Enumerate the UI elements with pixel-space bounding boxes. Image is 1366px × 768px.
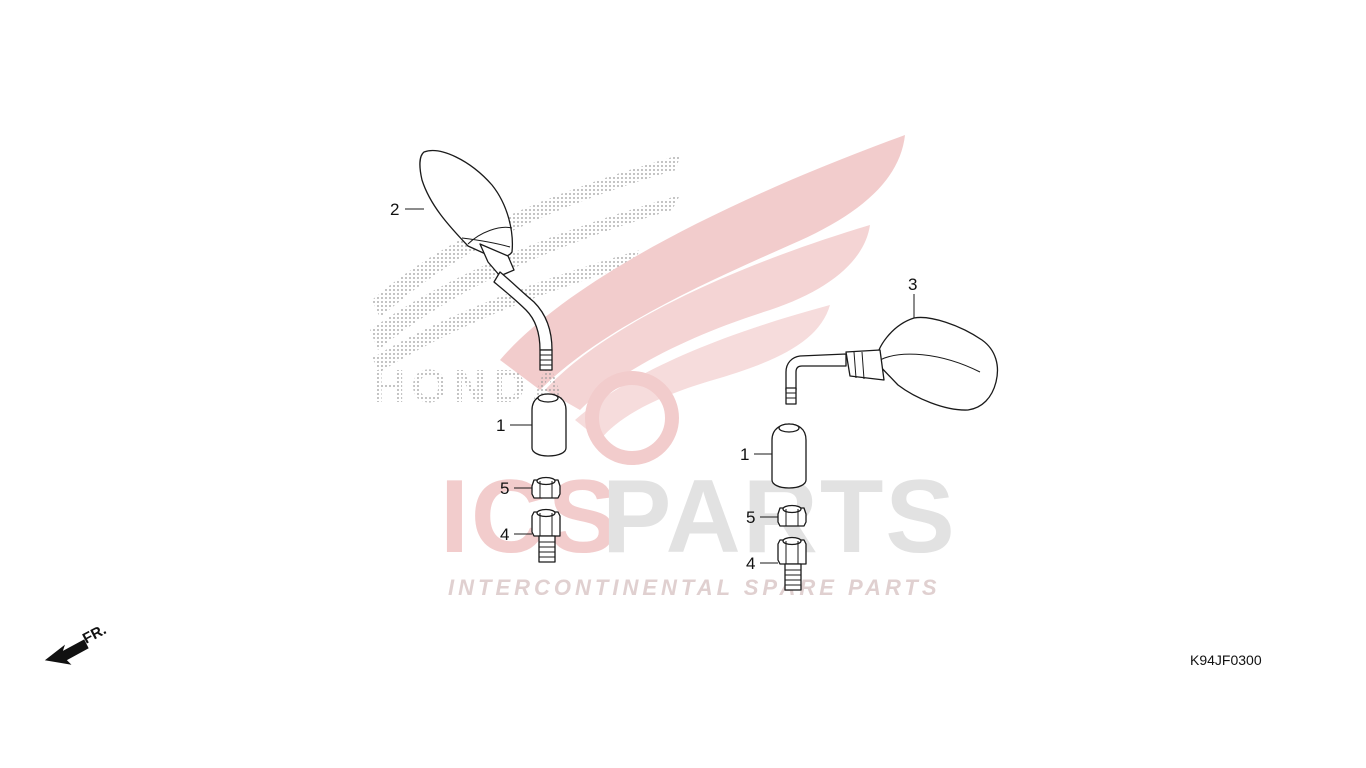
watermark-brand-prefix: ICS — [440, 459, 619, 575]
watermark-tagline: INTERCONTINENTAL SPARE PARTS — [448, 575, 941, 600]
callout-right-nut: 5 — [746, 508, 755, 527]
callout-right-adapter: 4 — [746, 554, 755, 573]
callout-left-nut: 5 — [500, 479, 509, 498]
right-mirror — [785, 316, 999, 411]
front-direction-indicator: FR. — [44, 621, 109, 665]
left-adapter — [531, 508, 561, 563]
right-nut — [777, 504, 807, 527]
callouts: 2 3 1 1 5 5 4 4 — [390, 200, 917, 573]
callout-right-mirror: 3 — [908, 275, 917, 294]
left-nut — [531, 476, 561, 499]
callout-left-cover: 1 — [496, 416, 505, 435]
front-arrow-icon — [44, 639, 89, 665]
left-mirror — [419, 150, 553, 371]
callout-left-mirror: 2 — [390, 200, 399, 219]
callout-right-cover: 1 — [740, 445, 749, 464]
honda-wing-red — [500, 135, 905, 465]
honda-wing-dots — [370, 155, 680, 372]
left-cover — [531, 393, 567, 457]
right-adapter — [777, 536, 807, 591]
right-cover — [771, 423, 807, 489]
callout-left-adapter: 4 — [500, 525, 509, 544]
diagram-code: K94JF0300 — [1190, 652, 1262, 668]
